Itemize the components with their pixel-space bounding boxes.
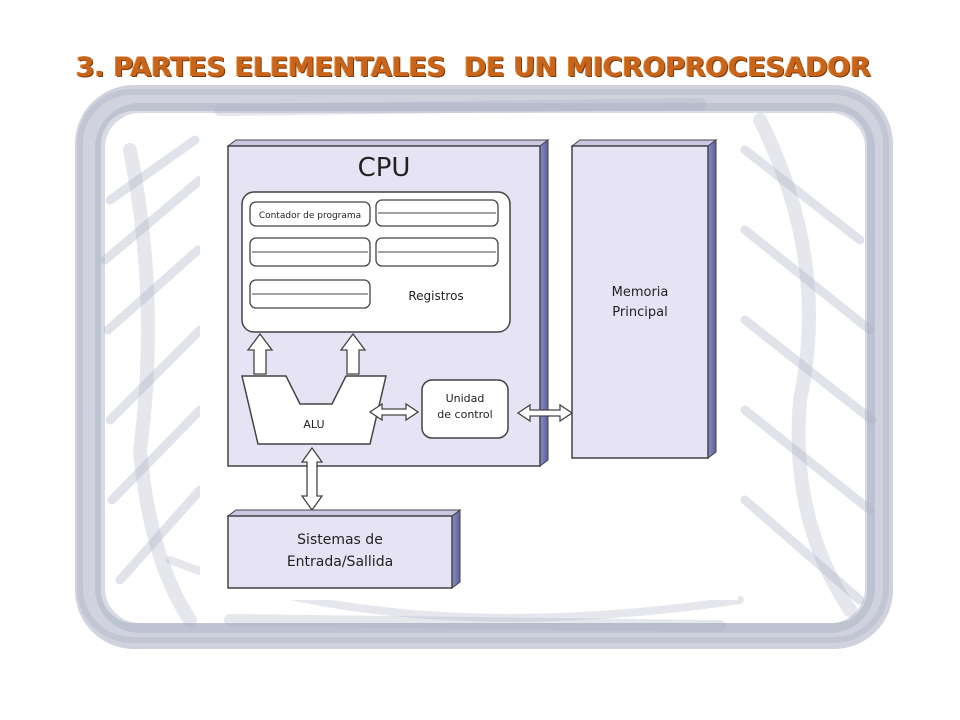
program-counter-register <box>249 201 371 227</box>
register-slot <box>249 279 371 309</box>
cpu-label: CPU <box>358 153 411 183</box>
control-unit-block: Unidad de control <box>421 379 509 439</box>
main-memory-label-line1: Memoria <box>612 285 669 300</box>
alu-block: ALU <box>241 375 387 445</box>
alu-control-arrow <box>368 402 420 422</box>
alu-label: ALU <box>303 418 324 431</box>
registers-panel: Contador de programa Registros <box>241 191 511 333</box>
io-systems-label-line2: Entrada/Sallida <box>287 554 393 570</box>
registers-label: Registros <box>408 289 463 303</box>
register-slot <box>249 237 371 267</box>
alu-io-arrow <box>300 446 324 512</box>
io-systems-block: Sistemas de Entrada/Sallida <box>226 509 462 589</box>
diagram-panel: CPU Contador de programa Regis <box>200 126 738 600</box>
main-memory-block: Memoria Principal <box>570 139 718 459</box>
alu-to-registers-arrow-left <box>246 332 274 375</box>
main-memory-label-line2: Principal <box>612 305 667 320</box>
control-unit-label-line1: Unidad <box>446 392 485 405</box>
control-unit-label-line2: de control <box>437 408 492 421</box>
alu-to-registers-arrow-right <box>339 332 367 375</box>
register-slot <box>375 199 499 227</box>
microprocessor-diagram: CPU Contador de programa Regis <box>226 139 718 589</box>
program-counter-label: Contador de programa <box>259 211 361 221</box>
io-systems-label-line1: Sistemas de <box>297 532 383 548</box>
page-title: 3. PARTES ELEMENTALES DE UN MICROPROCESA… <box>76 52 871 83</box>
register-slot <box>375 237 499 267</box>
